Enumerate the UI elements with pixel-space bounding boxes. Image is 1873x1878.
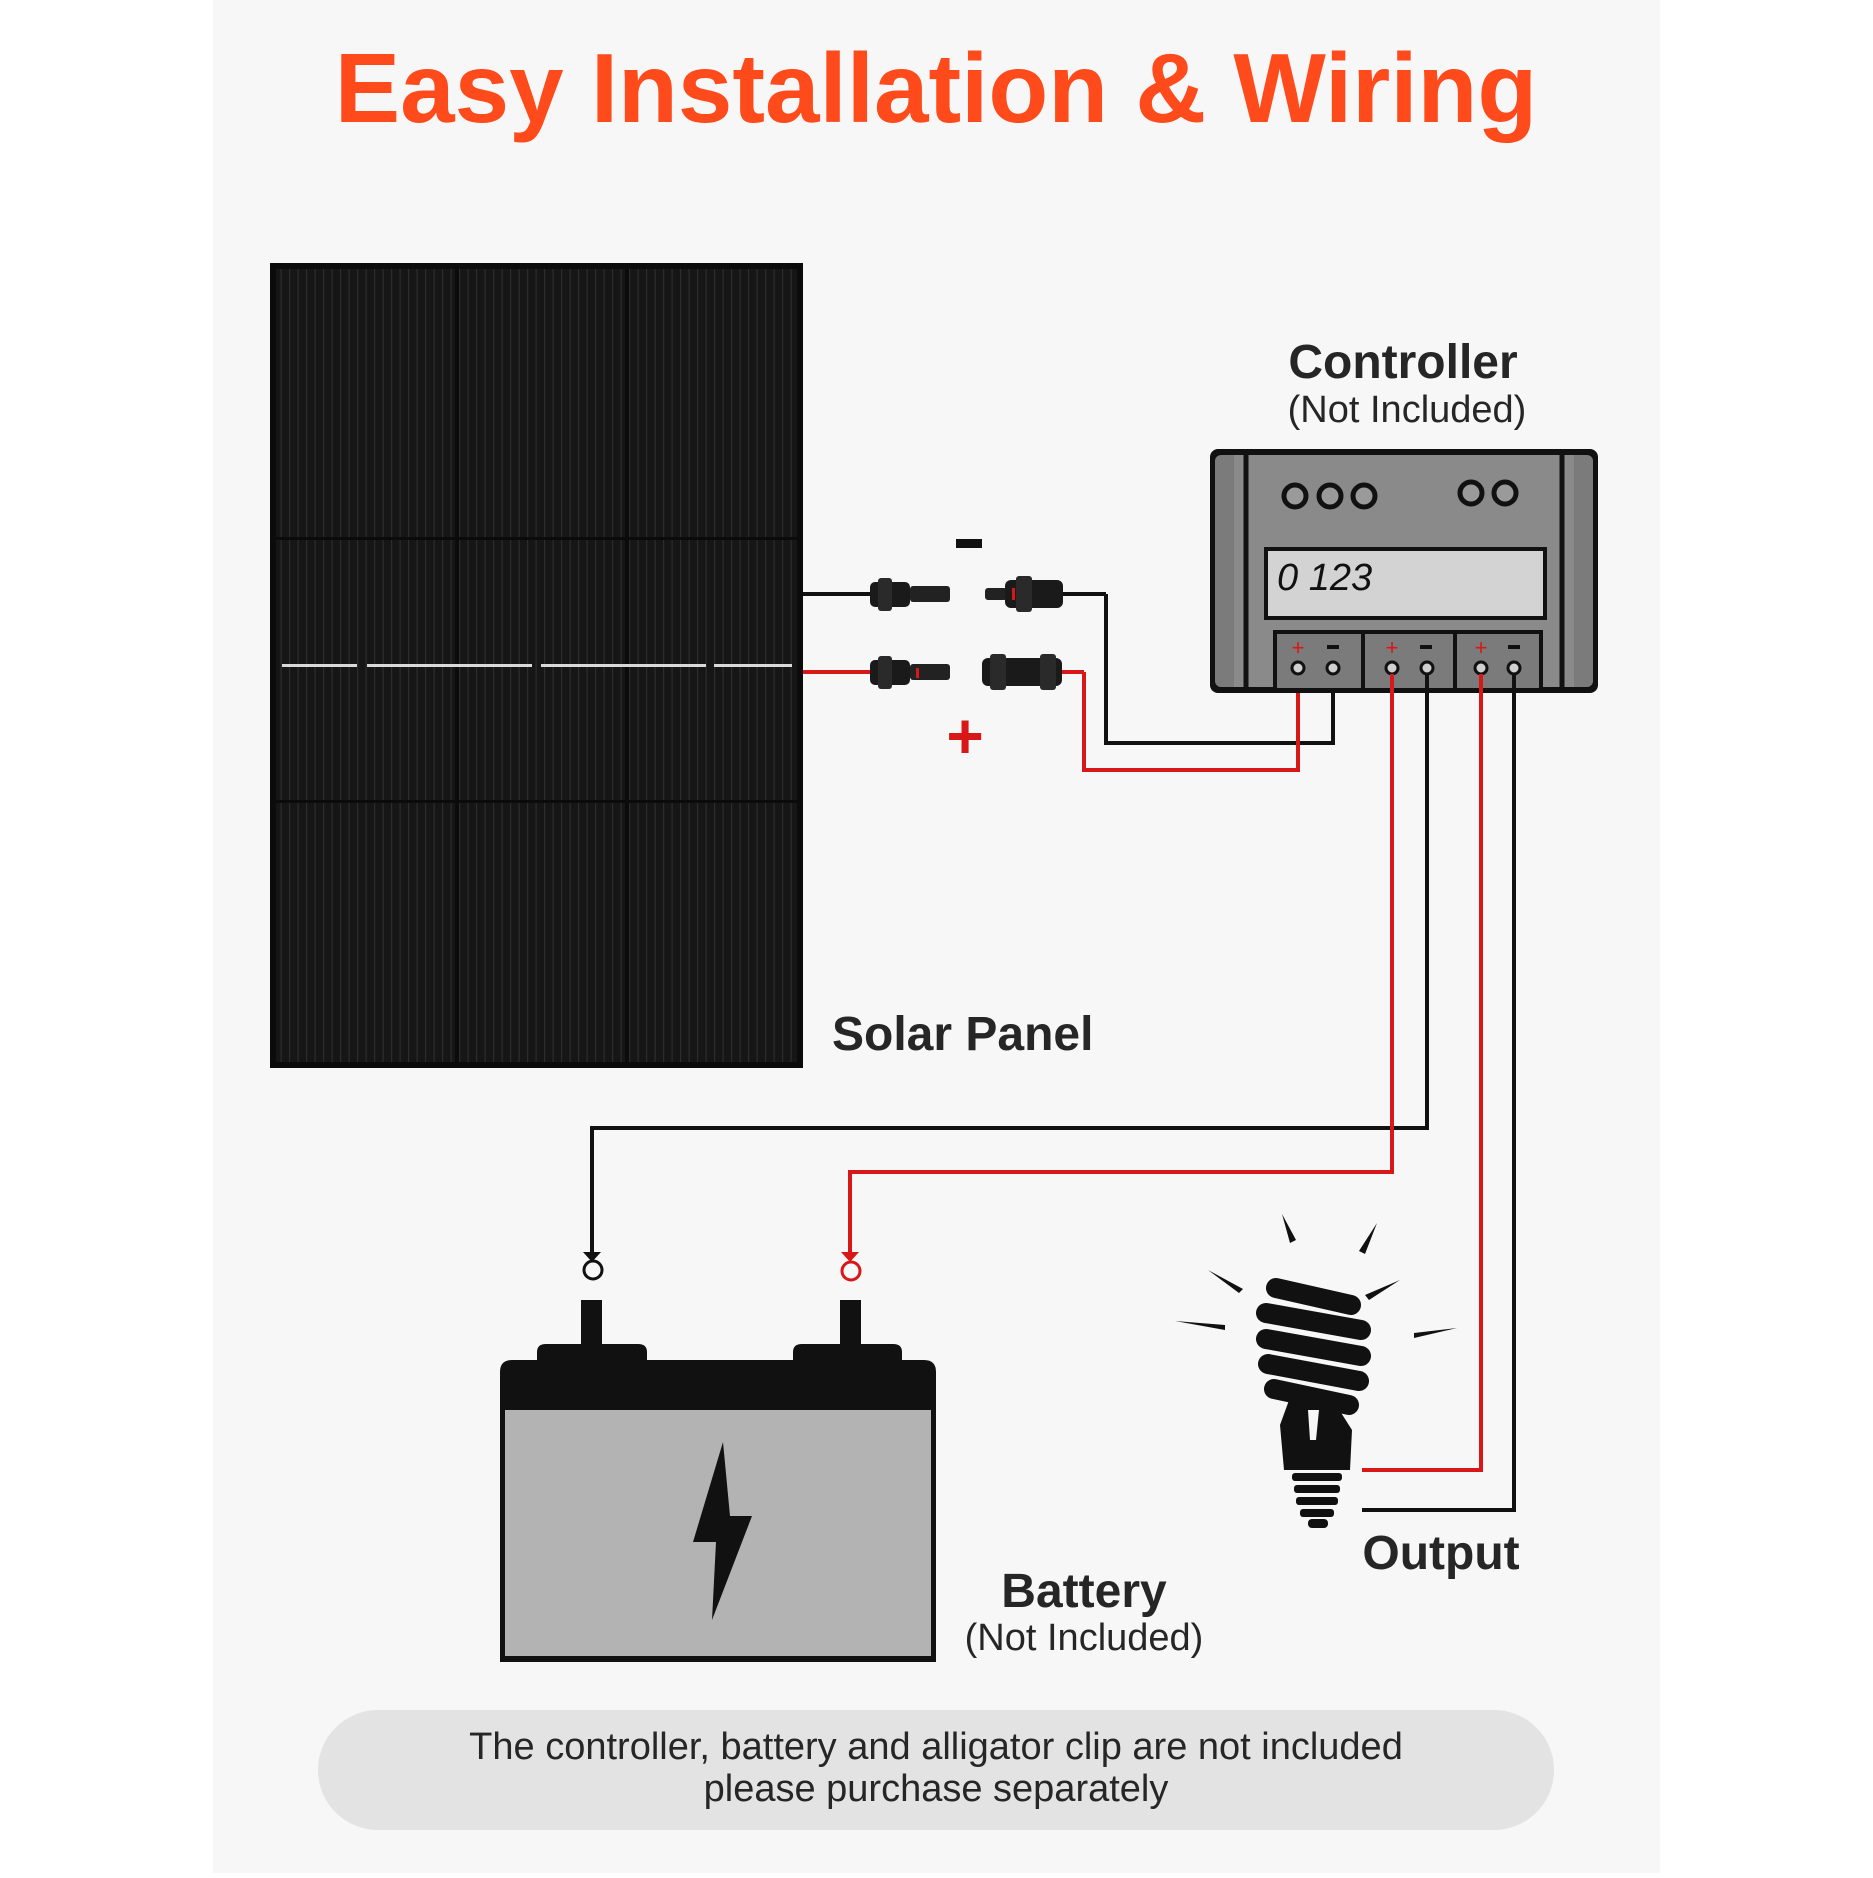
solar-cell-grid (276, 269, 797, 1062)
note-line-1: The controller, battery and alligator cl… (469, 1726, 1403, 1768)
terminal-minus-battery (1420, 645, 1432, 649)
controller-terminal-block: + + + (1273, 630, 1543, 692)
mc4-connector-positive-male (870, 656, 950, 689)
mc4-connector-positive-female (982, 654, 1062, 690)
terminal-minus-solar (1327, 645, 1339, 649)
solar-panel-label: Solar Panel (832, 1008, 1093, 1061)
terminal-minus-load (1508, 645, 1520, 649)
minus-sign (956, 539, 982, 548)
controller-indicator-leds (1281, 479, 1519, 510)
battery-sublabel: (Not Included) (965, 1617, 1204, 1659)
terminal-plus-battery: + (1386, 635, 1399, 660)
battery-label: Battery (1001, 1565, 1167, 1618)
controller-label: Controller (1288, 336, 1517, 389)
mc4-connector-negative-female (985, 576, 1063, 612)
note-banner (318, 1710, 1554, 1830)
note-line-2: please purchase separately (704, 1768, 1169, 1810)
controller-lcd-display (1264, 547, 1547, 620)
panel-divider-line (282, 664, 357, 667)
mc4-connectors (803, 576, 1106, 690)
controller-display-reading: 0 123 (1277, 557, 1372, 599)
plus-sign: + (946, 700, 983, 772)
light-rays (1175, 1214, 1457, 1338)
output-label: Output (1362, 1527, 1519, 1580)
battery-ring-terminals (582, 1252, 862, 1282)
panel-to-controller-wires (1082, 594, 1335, 772)
light-bulb-icon (1175, 1214, 1457, 1528)
solar-panel (270, 263, 803, 1068)
page-title: Easy Installation & Wiring (335, 33, 1538, 143)
terminal-plus-solar: + (1292, 635, 1305, 660)
charge-controller: 0 123 + + + (1210, 449, 1598, 693)
controller-sublabel: (Not Included) (1288, 389, 1527, 431)
controller-output-wires (590, 674, 1516, 1512)
lightning-bolt-icon (693, 1442, 752, 1620)
terminal-plus-load: + (1475, 635, 1488, 660)
mc4-connector-negative-male (870, 578, 950, 611)
battery (500, 1300, 936, 1662)
